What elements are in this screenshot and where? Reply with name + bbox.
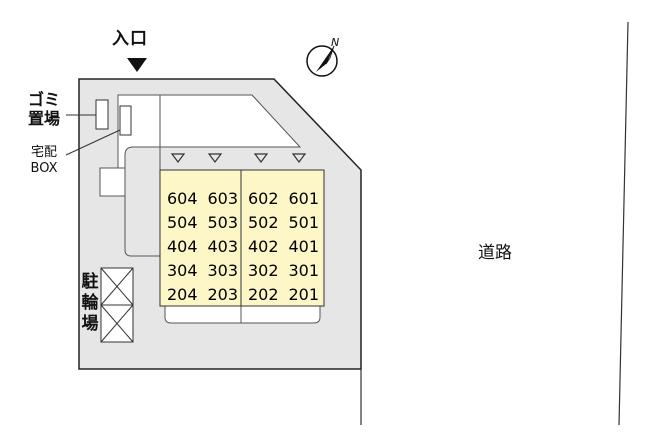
unit-number: 601 bbox=[288, 189, 320, 208]
floor-row: 604 603 602 601 bbox=[162, 187, 324, 211]
entrance-arrow-icon bbox=[127, 58, 147, 72]
unit-number: 504 bbox=[166, 213, 198, 232]
building-footprint bbox=[164, 305, 321, 324]
delivery-box-label: 宅配 BOX bbox=[18, 145, 70, 177]
unit-number: 502 bbox=[247, 213, 279, 232]
side-path bbox=[99, 167, 126, 197]
door-marker bbox=[207, 153, 223, 163]
road-label: 道路 bbox=[478, 243, 512, 263]
garbage-label: ゴミ置場 bbox=[27, 90, 60, 128]
floor-row: 504 503 502 501 bbox=[162, 211, 324, 235]
unit-number: 503 bbox=[207, 213, 239, 232]
door-marker bbox=[170, 153, 186, 163]
unit-number: 404 bbox=[166, 237, 198, 256]
delivery-box-label-line2: BOX bbox=[30, 161, 58, 176]
door-marker bbox=[253, 153, 269, 163]
compass-icon bbox=[306, 45, 338, 77]
compass-north-label: N bbox=[331, 36, 339, 49]
delivery-box bbox=[119, 105, 132, 136]
walkway-connector bbox=[100, 169, 160, 257]
unit-number: 203 bbox=[207, 285, 239, 304]
unit-number: 302 bbox=[247, 261, 279, 280]
door-marker bbox=[291, 153, 307, 163]
unit-number: 202 bbox=[247, 285, 279, 304]
building bbox=[159, 169, 325, 307]
unit-number: 401 bbox=[288, 237, 320, 256]
delivery-leader bbox=[65, 129, 121, 156]
unit-number: 403 bbox=[207, 237, 239, 256]
floor-row: 204 203 202 201 bbox=[162, 283, 324, 307]
floor-row: 404 403 402 401 bbox=[162, 235, 324, 259]
unit-grid: 604 603 602 601 504 503 502 501 404 403 … bbox=[162, 187, 324, 307]
garbage-area bbox=[95, 99, 109, 130]
bicycle-cross bbox=[100, 304, 134, 343]
bicycle-cross bbox=[100, 267, 134, 306]
unit-number: 303 bbox=[207, 261, 239, 280]
delivery-box-label-line1: 宅配 bbox=[30, 145, 57, 160]
bicycle-parking-label: 駐輪場 bbox=[81, 272, 99, 334]
entrance-label: 入口 bbox=[112, 29, 148, 49]
unit-number: 602 bbox=[247, 189, 279, 208]
unit-number: 304 bbox=[166, 261, 198, 280]
walkway bbox=[117, 94, 302, 191]
road-edge-right bbox=[618, 21, 629, 426]
unit-number: 603 bbox=[207, 189, 239, 208]
unit-number: 301 bbox=[288, 261, 320, 280]
floor-row: 304 303 302 301 bbox=[162, 259, 324, 283]
unit-number: 501 bbox=[288, 213, 320, 232]
unit-number: 201 bbox=[288, 285, 320, 304]
unit-number: 204 bbox=[166, 285, 198, 304]
unit-number: 604 bbox=[166, 189, 198, 208]
unit-number: 402 bbox=[247, 237, 279, 256]
